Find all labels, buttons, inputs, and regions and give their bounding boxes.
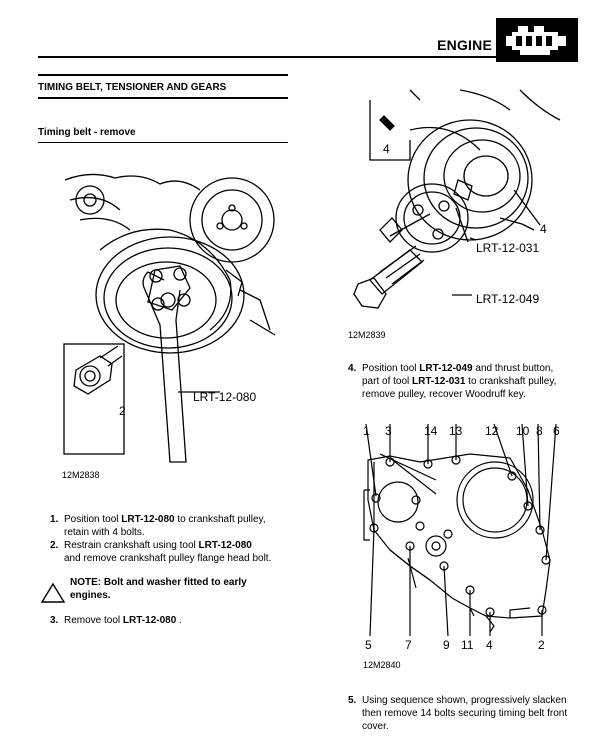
header-rule xyxy=(38,56,552,58)
bolt-number-6: 6 xyxy=(553,424,560,438)
bolt-number-9: 9 xyxy=(443,638,450,652)
bolt-number-14: 14 xyxy=(424,424,438,438)
bolt-number-1: 1 xyxy=(363,424,370,438)
warning-triangle-icon xyxy=(40,582,66,603)
tool-ref: LRT-12-080 xyxy=(198,540,252,551)
engine-icon xyxy=(496,18,578,62)
tool-label-lrt-12-031: LRT-12-031 xyxy=(476,241,540,255)
bolt-number-7: 7 xyxy=(405,638,412,652)
page-header-title: ENGINE xyxy=(437,37,492,53)
step-3-number: 3. xyxy=(50,615,59,626)
figure-id-12m2839: 12M2839 xyxy=(348,330,386,340)
callout-4-right: 4 xyxy=(540,222,547,236)
step-2-number: 2. xyxy=(50,540,59,551)
tool-ref: LRT-12-080 xyxy=(121,514,175,525)
step-5-number: 5. xyxy=(348,695,357,706)
bolt-number-5: 5 xyxy=(365,638,372,652)
step-5: 5. Using sequence shown, progressively s… xyxy=(348,695,568,732)
bolt-number-11: 11 xyxy=(461,638,474,652)
bolt-number-4: 4 xyxy=(486,638,493,652)
figure-id-12m2838: 12M2838 xyxy=(62,470,100,480)
step-4: 4. Position tool LRT-12-049 and thrust b… xyxy=(348,363,557,400)
subsection-rule xyxy=(38,142,288,143)
section-rule-top xyxy=(38,74,288,76)
tool-ref: LRT-12-031 xyxy=(412,376,466,387)
step-2: 2. Restrain crankshaft using tool LRT-12… xyxy=(50,540,272,564)
bolt-number-2: 2 xyxy=(538,638,545,652)
figure-id-12m2840: 12M2840 xyxy=(363,660,401,670)
bolt-number-3: 3 xyxy=(385,424,392,438)
tool-ref: LRT-12-049 xyxy=(419,363,473,374)
bolt-number-8: 8 xyxy=(536,424,543,438)
step-4-number: 4. xyxy=(348,363,357,374)
section-title: TIMING BELT, TENSIONER AND GEARS xyxy=(38,82,227,93)
tool-label-lrt-12-049: LRT-12-049 xyxy=(476,292,540,306)
step-1-number: 1. xyxy=(50,514,59,525)
inset-callout-2: 2 xyxy=(119,404,126,418)
step-3: 3. Remove tool LRT-12-080 . xyxy=(50,615,182,626)
section-rule-bottom xyxy=(38,97,288,99)
tool-label-lrt-12-080: LRT-12-080 xyxy=(193,390,257,404)
subsection-title: Timing belt - remove xyxy=(38,127,136,138)
step-1: 1. Position tool LRT-12-080 to crankshaf… xyxy=(50,514,266,538)
tool-ref: LRT-12-080 xyxy=(122,615,177,626)
callout-4-top: 4 xyxy=(383,142,390,156)
